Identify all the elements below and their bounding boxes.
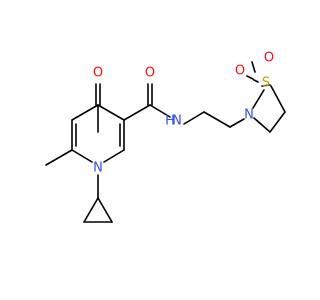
bond-c-c: [269, 111, 286, 133]
sultam-nitrogen-label: N: [244, 108, 254, 123]
bond-c3-carbonyl: [123, 104, 151, 121]
amide-hydrogen-label: H: [165, 114, 175, 129]
bond-s-n: [252, 89, 265, 109]
bonds: [45, 61, 286, 223]
molecule-structure: O O N H N N S O O: [45, 51, 286, 223]
bond-cp-b: [97, 197, 113, 223]
bond-s-o1-b: [246, 75, 254, 80]
ring-nitrogen-label: N: [93, 161, 103, 176]
amide-nitrogen-label: N: [172, 114, 182, 129]
sulfur-label: S: [262, 76, 270, 91]
bond-nh-ch2: [183, 111, 205, 125]
bond-c6-n1: [71, 149, 93, 163]
bond-carbonyl-nh: [149, 104, 171, 118]
atom-labels: O O N H N N S O O: [93, 51, 274, 176]
bond-c4-c3: [97, 104, 125, 121]
amide-oxygen-label: O: [145, 66, 155, 81]
bond-c-s: [261, 84, 271, 87]
bond-n-c: [253, 117, 271, 133]
bond-ch2-n: [229, 118, 245, 128]
bond-n1-c2: [103, 149, 125, 163]
sulfonyl-oxygen-2-label: O: [264, 51, 274, 66]
bond-c4-c5: [71, 104, 99, 121]
bond-c6-methyl: [45, 149, 73, 166]
sulfonyl-oxygen-1-label: O: [235, 64, 245, 79]
bond-c-c2: [270, 85, 286, 113]
bond-s-o2: [251, 61, 256, 73]
bond-ch2-ch2: [203, 111, 231, 128]
ketone-oxygen-label: O: [93, 66, 103, 81]
bond-s-o1: [253, 79, 259, 83]
bond-cp-a: [83, 197, 99, 223]
